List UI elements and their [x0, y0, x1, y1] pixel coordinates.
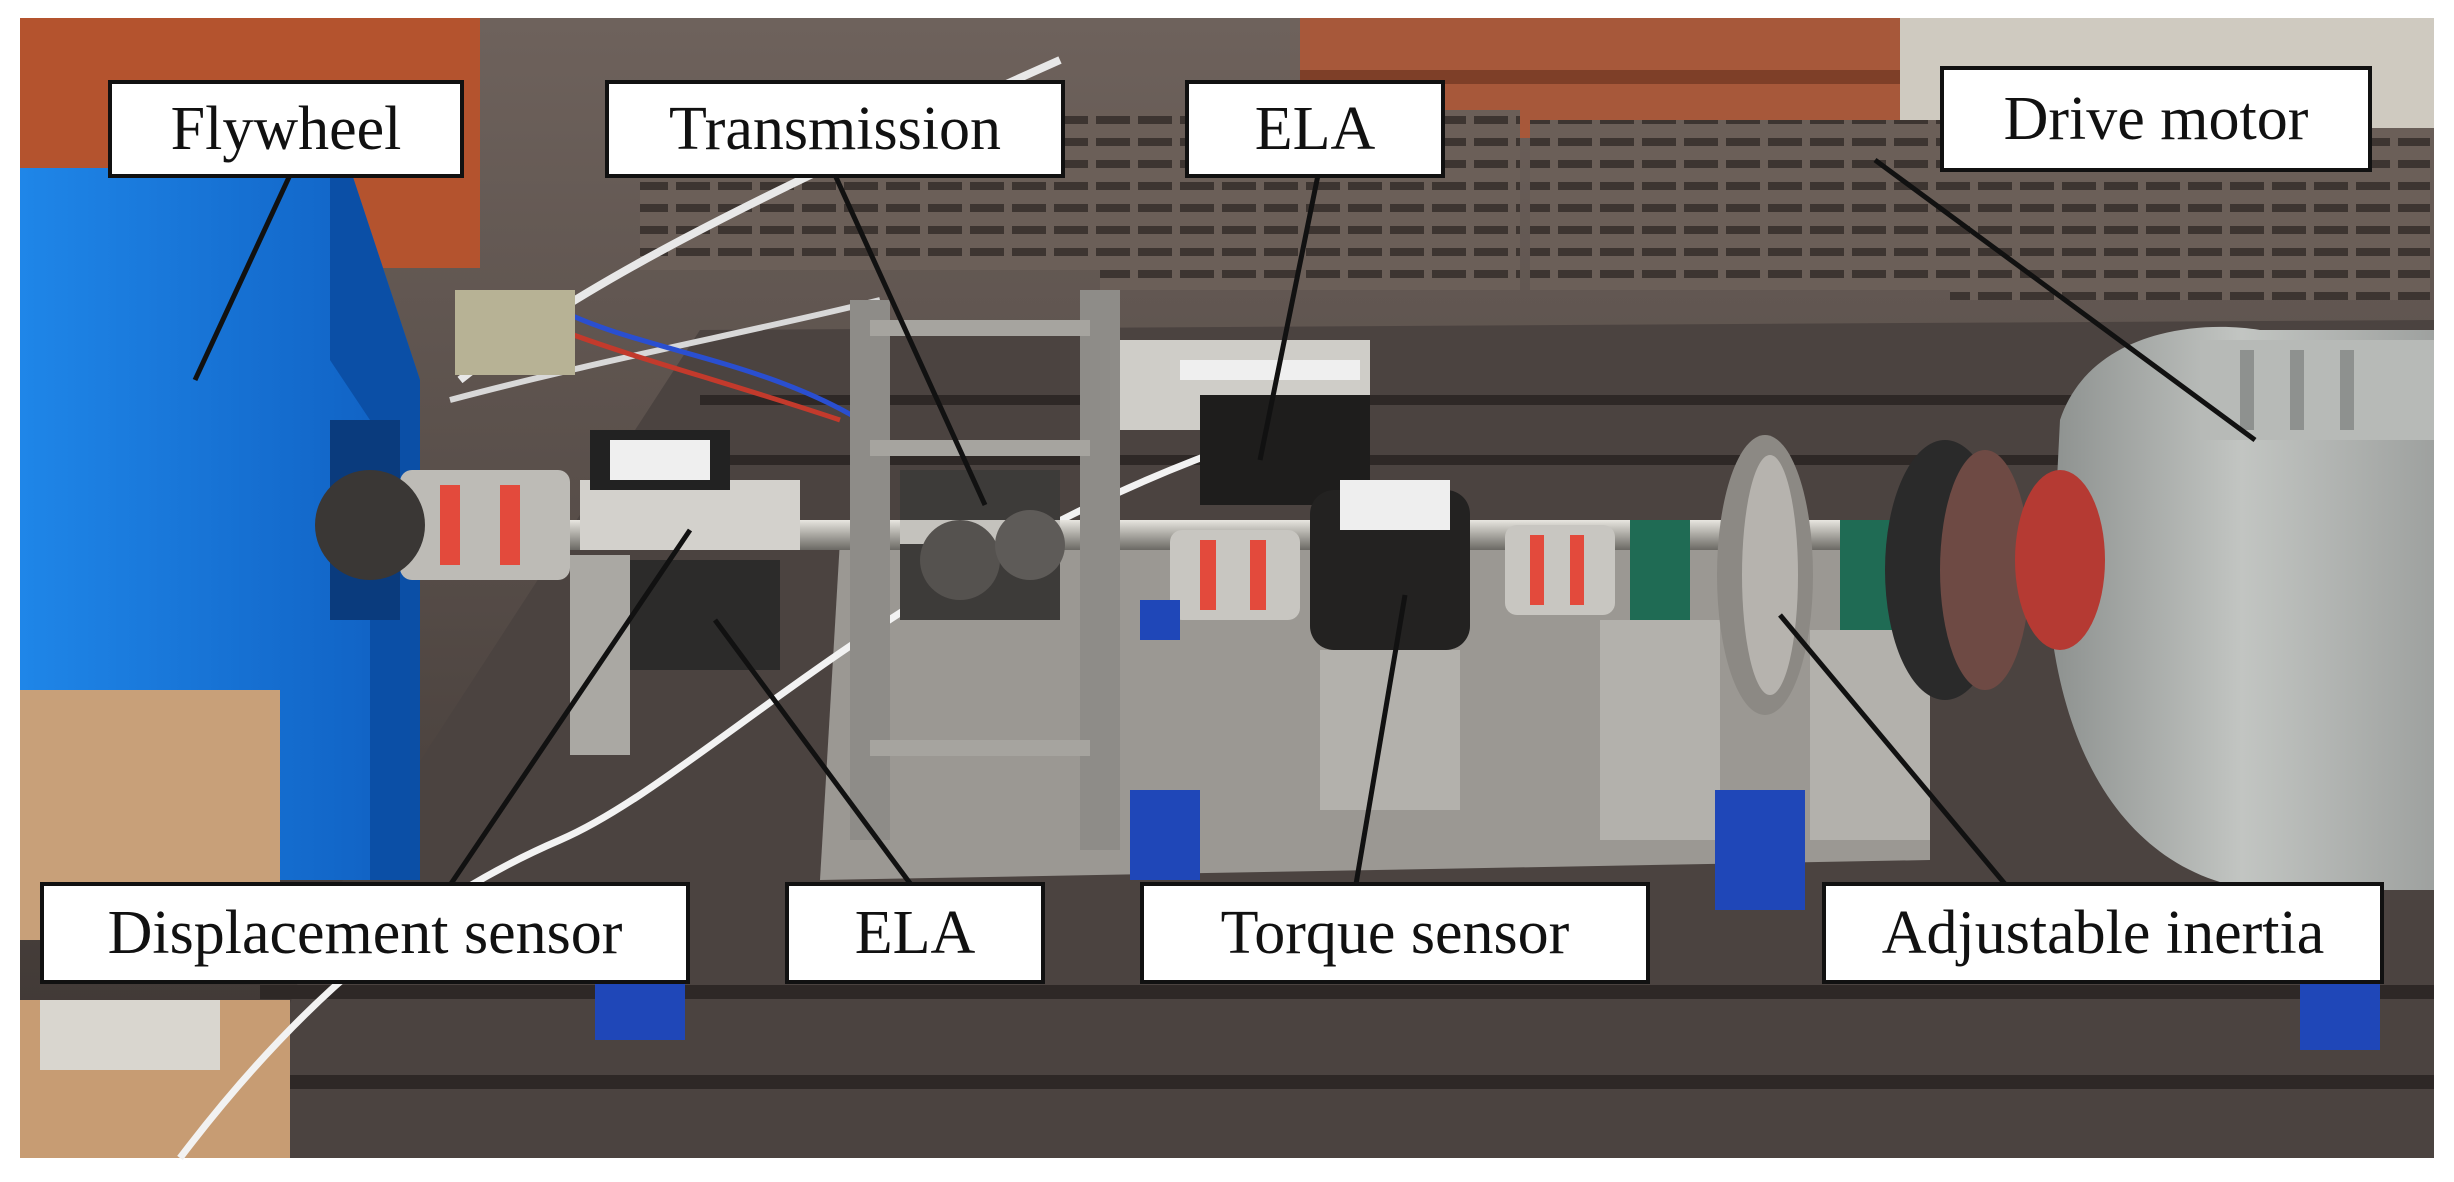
flywheel-coupling [400, 470, 570, 580]
bearing-stand [1600, 620, 1720, 840]
label-adjustable-inertia: Adjustable inertia [1822, 882, 2384, 984]
label-drive-motor: Drive motor [1940, 66, 2372, 172]
drive-motor [2050, 326, 2434, 890]
leader-transmission [832, 173, 988, 507]
power-supply [455, 290, 575, 375]
label-transmission: Transmission [605, 80, 1065, 178]
transmission-plate [850, 300, 890, 840]
leader-ela-bottom [712, 618, 918, 892]
floor-grate [1530, 120, 1950, 290]
ela-bottom-mount [570, 555, 630, 755]
cable [558, 307, 862, 423]
ela-bottom-motor [610, 560, 780, 670]
leader-adjustable-inertia [1778, 613, 2012, 892]
hold-down-clamp [2300, 980, 2380, 1050]
leader-drive-motor [1873, 157, 2257, 443]
leader-flywheel [192, 173, 293, 382]
hold-down-clamp [1140, 600, 1180, 640]
cable [559, 327, 841, 423]
label-ela-bottom: ELA [785, 882, 1045, 984]
leader-torque-sensor [1352, 594, 1408, 891]
output-coupling [1170, 530, 1300, 620]
bearing-block [1630, 520, 1690, 630]
inertia-coupling [1505, 525, 1615, 615]
label-flywheel: Flywheel [108, 80, 464, 178]
leader-ela-top [1257, 174, 1321, 461]
label-displacement-sensor: Displacement sensor [40, 882, 690, 984]
cable [449, 297, 881, 403]
hold-down-clamp [1715, 790, 1805, 910]
hold-down-clamp [1130, 790, 1200, 880]
leader-displacement-sensor [437, 528, 693, 902]
displacement-sensor-housing [580, 480, 800, 550]
leader-lines [192, 157, 2257, 902]
label-ela-top: ELA [1185, 80, 1445, 178]
label-torque-sensor: Torque sensor [1140, 882, 1650, 984]
transmission-plate [1080, 290, 1120, 850]
